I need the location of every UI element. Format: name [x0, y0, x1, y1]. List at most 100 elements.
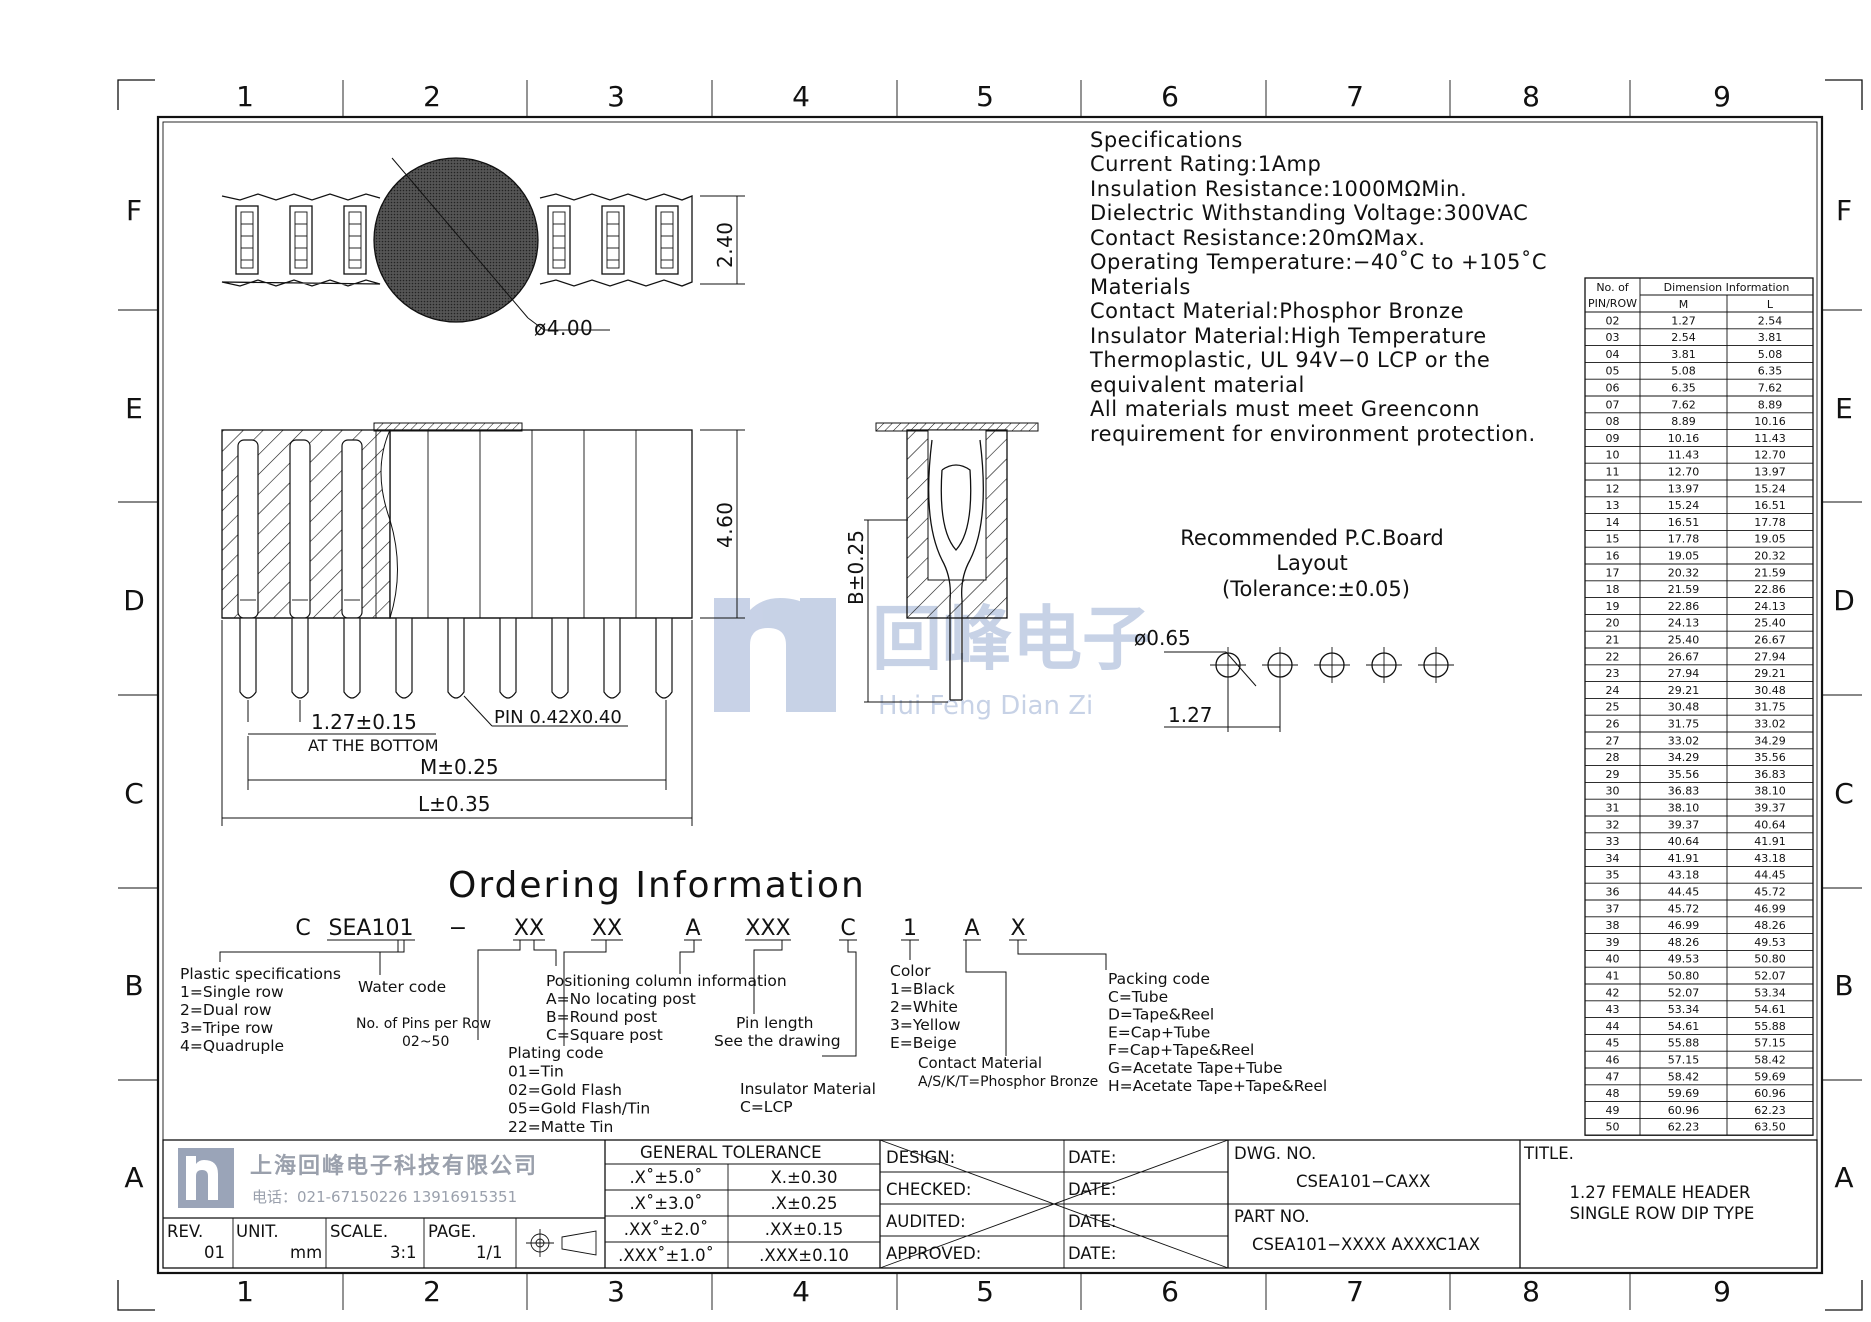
- table-header-info: Dimension Information: [1664, 281, 1790, 294]
- spec-operating-temp: Operating Temperature:−40˚C to +105˚C: [1090, 250, 1547, 274]
- company-name: 上海回峰电子科技有限公司: [250, 1153, 538, 1179]
- rev-label: REV.: [167, 1222, 203, 1241]
- table-row-m: 44.45: [1668, 886, 1700, 899]
- table-row-pins: 39: [1606, 936, 1620, 949]
- specifications-block: Specifications Current Rating:1Amp Insul…: [1089, 128, 1547, 446]
- pcb-title-1: Recommended P.C.Board: [1180, 526, 1443, 550]
- table-row-pins: 08: [1606, 415, 1620, 428]
- ordering-pin_length: See the drawing: [714, 1032, 841, 1050]
- side-view: B±0.25: [844, 422, 1039, 703]
- ordering-packing: D=Tape&Reel: [1108, 1006, 1214, 1024]
- table-row-pins: 34: [1606, 852, 1620, 865]
- company-phone: 电话：021-67150226 13916915351: [252, 1188, 517, 1206]
- table-row-m: 1.27: [1671, 314, 1696, 327]
- table-row-pins: 27: [1606, 734, 1620, 747]
- zone-row-right: C: [1834, 777, 1854, 810]
- ordering-plating_code: 22=Matte Tin: [508, 1118, 613, 1136]
- zone-col-top: 8: [1522, 80, 1540, 113]
- spec-insulator-3: equivalent material: [1090, 373, 1305, 397]
- dim-m-label: M±0.25: [420, 755, 499, 779]
- table-header-pin: No. of: [1596, 281, 1629, 294]
- ordering-positioning: Positioning column information: [546, 972, 787, 990]
- spec-materials-title: Materials: [1090, 275, 1191, 299]
- table-row-m: 39.37: [1668, 818, 1700, 831]
- ordering-packing: H=Acetate Tape+Tape&Reel: [1108, 1077, 1327, 1095]
- pcb-pitch: 1.27: [1168, 703, 1213, 727]
- table-row-pins: 10: [1606, 449, 1620, 462]
- ordering-plastic_spec: 4=Quadruple: [180, 1037, 284, 1055]
- ordering-packing: E=Cap+Tube: [1108, 1023, 1210, 1041]
- ordering-code-part: XX: [514, 916, 544, 941]
- table-row-m: 34.29: [1668, 751, 1700, 764]
- ordering-positioning: B=Round post: [546, 1008, 657, 1026]
- table-row-l: 10.16: [1754, 415, 1786, 428]
- ordering-packing: C=Tube: [1108, 988, 1168, 1006]
- table-row-m: 53.34: [1668, 1003, 1700, 1016]
- table-row-m: 12.70: [1668, 466, 1700, 479]
- table-row-pins: 05: [1606, 365, 1620, 378]
- ordering-plastic_spec: Plastic specifications: [180, 965, 341, 983]
- spec-insulator-1: Insulator Material:High Temperature: [1090, 324, 1487, 348]
- table-row-m: 46.99: [1668, 919, 1700, 932]
- table-row-m: 38.10: [1668, 802, 1700, 815]
- ordering-contact: Contact Material: [918, 1054, 1042, 1072]
- table-row-l: 30.48: [1754, 684, 1786, 697]
- table-row-pins: 44: [1606, 1020, 1620, 1033]
- zone-row-right: B: [1834, 969, 1853, 1002]
- table-row-pins: 47: [1606, 1070, 1620, 1083]
- table-row-m: 17.78: [1668, 533, 1700, 546]
- front-view: 4.60 1.27±0.15 AT THE BOTTOM PIN 0.42X0.…: [221, 422, 745, 826]
- table-row-m: 5.08: [1671, 365, 1696, 378]
- table-row-m: 25.40: [1668, 634, 1700, 647]
- table-row-l: 3.81: [1758, 331, 1783, 344]
- table-row-l: 50.80: [1754, 953, 1786, 966]
- table-row-l: 21.59: [1754, 566, 1786, 579]
- table-row-m: 3.81: [1671, 348, 1696, 361]
- zone-col-top: 4: [792, 80, 810, 113]
- table-row-m: 57.15: [1668, 1054, 1700, 1067]
- zone-col-bottom: 4: [792, 1275, 810, 1308]
- table-row-pins: 48: [1606, 1087, 1620, 1100]
- part-no-label: PART NO.: [1234, 1207, 1310, 1226]
- ordering-positioning: A=No locating post: [546, 990, 696, 1008]
- zone-row-left: C: [124, 777, 144, 810]
- table-row-l: 39.37: [1754, 802, 1786, 815]
- zone-col-bottom: 1: [236, 1275, 254, 1308]
- dim-l-label: L±0.35: [418, 792, 490, 816]
- table-row-m: 13.97: [1668, 482, 1700, 495]
- table-row-l: 55.88: [1754, 1020, 1786, 1033]
- table-row-m: 35.56: [1668, 768, 1700, 781]
- table-row-l: 54.61: [1754, 1003, 1786, 1016]
- table-row-m: 15.24: [1668, 499, 1700, 512]
- title-line-1: 1.27 FEMALE HEADER: [1569, 1183, 1750, 1202]
- tolerance-linear: .X±0.25: [770, 1194, 837, 1213]
- table-row-m: 41.91: [1668, 852, 1700, 865]
- table-row-m: 50.80: [1668, 970, 1700, 983]
- spec-env-2: requirement for environment protection.: [1090, 422, 1536, 446]
- table-header-l: L: [1767, 298, 1774, 311]
- zone-col-bottom: 3: [607, 1275, 625, 1308]
- zone-row-right: E: [1835, 392, 1853, 425]
- ordering-packing: Packing code: [1108, 970, 1210, 988]
- table-row-l: 5.08: [1758, 348, 1783, 361]
- zone-col-top: 6: [1161, 80, 1179, 113]
- table-row-pins: 35: [1606, 869, 1620, 882]
- table-row-pins: 20: [1606, 617, 1620, 630]
- table-row-pins: 33: [1606, 835, 1620, 848]
- watermark: 回峰电子 Hui Feng Dian Zi: [714, 598, 1152, 721]
- table-row-m: 40.64: [1668, 835, 1700, 848]
- table-row-m: 21.59: [1668, 583, 1700, 596]
- table-row-l: 25.40: [1754, 617, 1786, 630]
- ordering-color: 2=White: [890, 998, 958, 1016]
- table-row-m: 54.61: [1668, 1020, 1700, 1033]
- date-label-1: DATE:: [1068, 1148, 1117, 1167]
- table-row-l: 11.43: [1754, 432, 1786, 445]
- tolerance-linear: X.±0.30: [770, 1168, 837, 1187]
- table-row-m: 36.83: [1668, 785, 1700, 798]
- table-row-pins: 37: [1606, 902, 1620, 915]
- ordering-plating_code: 05=Gold Flash/Tin: [508, 1100, 650, 1118]
- ordering-code-part: X: [1010, 916, 1025, 941]
